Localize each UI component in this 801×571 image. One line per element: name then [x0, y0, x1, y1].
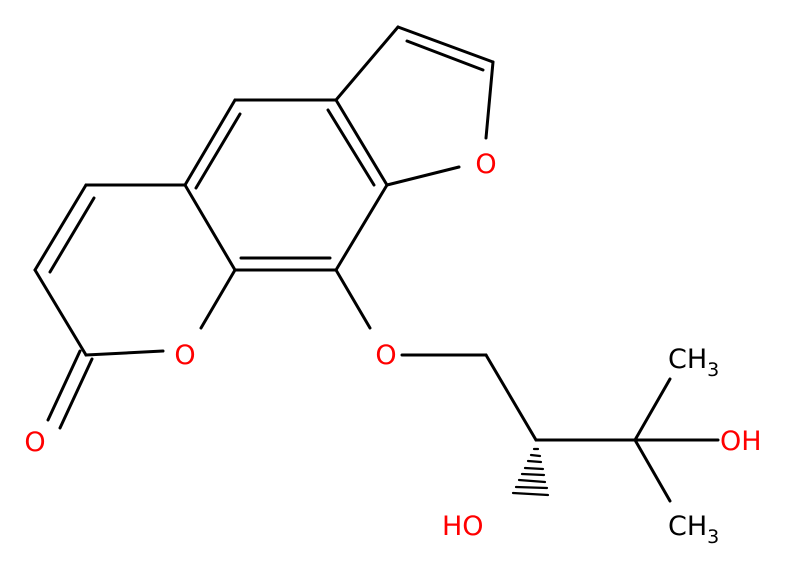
bond-c8-oether: [334, 268, 372, 330]
bond-c5-c6: [33, 183, 88, 272]
atom-o-ring: O: [174, 340, 195, 371]
bond-cq-ch3-top: [633, 377, 672, 442]
bond-c2-ofuran: [484, 60, 495, 140]
atom-ho-left: HO: [442, 511, 484, 542]
bond-c8-c7a: [334, 183, 389, 272]
bond-c4a-c8a-double: [194, 112, 242, 190]
bond-cq-ch3-bottom: [633, 438, 672, 503]
bond-c5-c6-double: [48, 196, 96, 274]
bond-ofuran-c7a: [385, 165, 461, 187]
bond-oring-c9: [199, 268, 237, 330]
bond-c8a-c9: [183, 183, 237, 272]
bond-c3-c2: [396, 25, 495, 64]
bond-c7-oring: [84, 349, 165, 357]
bond-c4-c3: [334, 25, 400, 102]
bond-c6-c7: [33, 268, 88, 357]
atom-o-furan: O: [475, 149, 496, 180]
bond-ch2-chiral: [484, 353, 538, 442]
atom-ch3-top: CH3: [668, 344, 719, 381]
bond-c3-c2-double: [405, 39, 485, 72]
atom-o-carbonyl: O: [24, 427, 45, 458]
bond-c4a-c8a: [183, 98, 237, 187]
atom-o-ether: O: [375, 340, 396, 371]
atom-ch3-bottom: CH3: [668, 511, 719, 548]
bond-c7a-c4-double: [326, 108, 376, 187]
bond-c7a-c4: [334, 98, 389, 187]
bond-c7-ocarbonyl-double: [58, 357, 94, 430]
atom-oh-right: OH: [720, 426, 762, 457]
hashed-wedge-bond: [511, 447, 550, 497]
bond-c7-ocarbonyl: [46, 349, 82, 422]
